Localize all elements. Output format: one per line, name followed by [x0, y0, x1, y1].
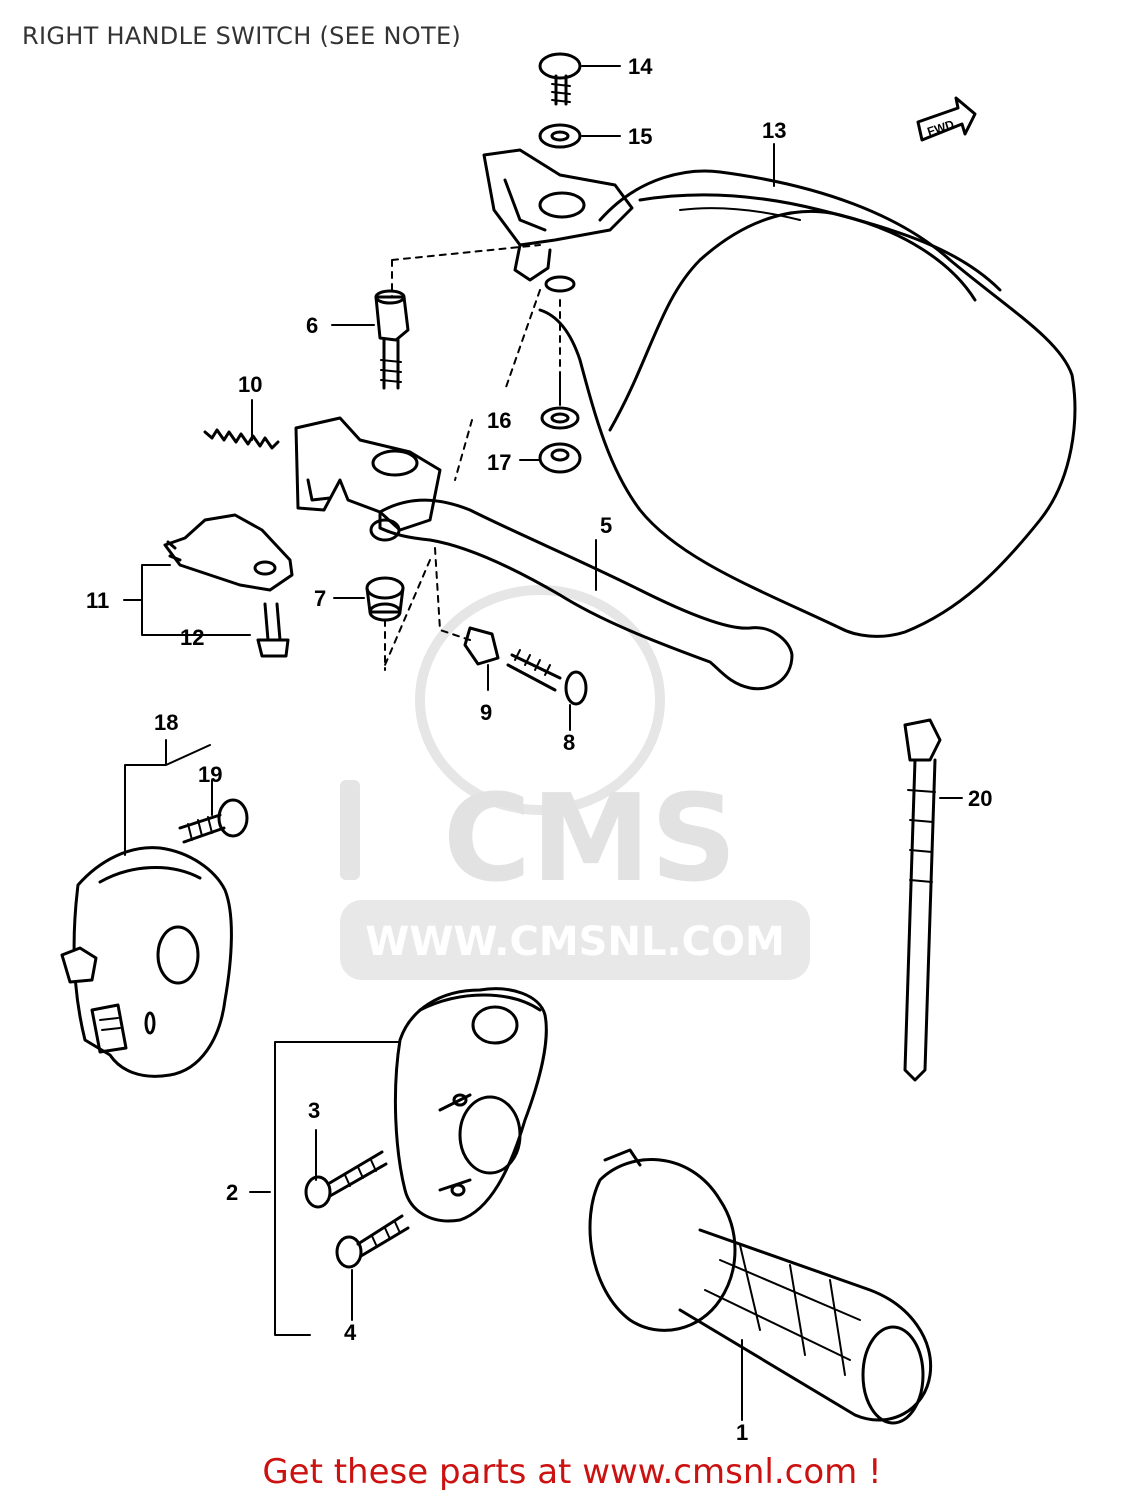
footer-prefix: Get these parts at	[262, 1452, 583, 1492]
callout-3: 3	[308, 1098, 320, 1123]
spring-10	[203, 428, 280, 450]
pivot-bolt-6	[374, 289, 410, 390]
bushing-7	[365, 576, 405, 622]
callout-4: 4	[344, 1320, 357, 1345]
footer-suffix: !	[857, 1452, 882, 1492]
adjuster-screw-8	[506, 649, 588, 706]
brake-lever-5	[369, 498, 794, 691]
hand-guard	[538, 169, 1077, 638]
lever-holder	[294, 416, 442, 532]
callout-11: 11	[86, 588, 109, 613]
callout-12: 12	[180, 625, 204, 650]
callout-14: 14	[628, 54, 653, 79]
callout-6: 6	[306, 313, 318, 338]
washer-16	[540, 406, 580, 430]
cable-tie-20	[903, 718, 942, 1082]
callout-19: 19	[198, 762, 222, 787]
lever-bracket	[482, 148, 634, 293]
callout-1: 1	[736, 1420, 748, 1445]
screw-14	[538, 52, 582, 106]
callout-10: 10	[238, 372, 262, 397]
screw-19	[178, 798, 249, 844]
switch-housing-18	[60, 846, 233, 1078]
throttle-housing-2	[393, 987, 548, 1223]
screw-4	[335, 1214, 410, 1269]
callout-7: 7	[314, 586, 326, 611]
callout-13: 13	[762, 118, 786, 143]
forward-arrow-icon: FWD	[916, 96, 977, 142]
watermark-brand: CMS	[443, 770, 737, 909]
callout-5: 5	[600, 513, 612, 538]
stop-switch-11	[163, 513, 294, 592]
screw-3	[304, 1150, 388, 1209]
callout-18: 18	[154, 710, 178, 735]
callout-15: 15	[628, 124, 652, 149]
washer-15	[538, 123, 582, 149]
footer-banner: Get these parts at www.cmsnl.com !	[0, 1452, 1144, 1492]
callout-leaders	[123, 65, 963, 1421]
callout-2: 2	[226, 1180, 238, 1205]
callout-20: 20	[968, 786, 992, 811]
callout-9: 9	[480, 700, 492, 725]
callout-17: 17	[487, 450, 511, 475]
callout-labels: 14 15 13 6 10 16 17 5 11 7 12 9 8 18 19 …	[86, 54, 992, 1445]
watermark: CMS WWW.CMSNL.COM	[340, 585, 810, 980]
adjuster-9	[463, 626, 500, 666]
screw-12	[256, 602, 290, 658]
nut-17	[538, 442, 582, 474]
callout-8: 8	[563, 730, 575, 755]
throttle-grip-1	[588, 1148, 933, 1425]
watermark-url: WWW.CMSNL.COM	[365, 919, 785, 965]
footer-link[interactable]: www.cmsnl.com	[582, 1452, 858, 1492]
diagram-title: RIGHT HANDLE SWITCH (SEE NOTE)	[22, 22, 462, 50]
callout-16: 16	[487, 408, 511, 433]
